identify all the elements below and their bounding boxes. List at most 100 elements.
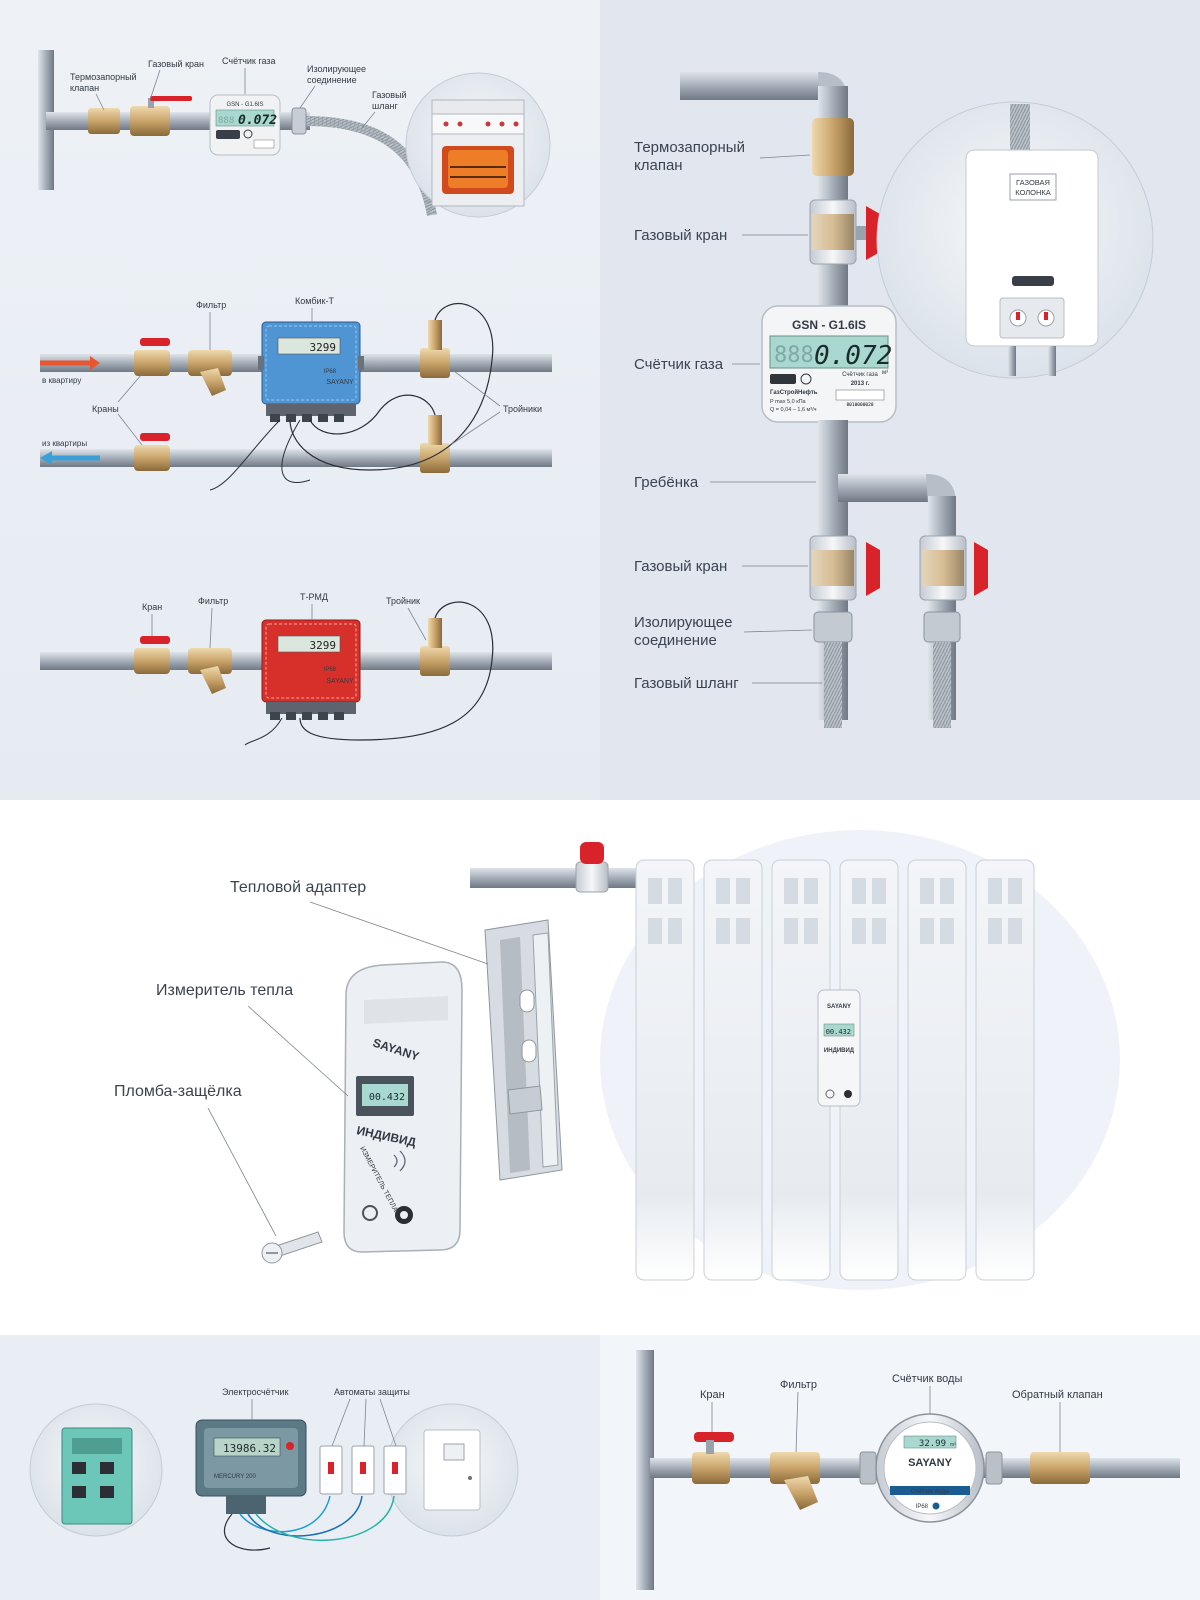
manifold-branch [838,474,928,502]
water-brand: SAYANY [908,1457,952,1469]
label-water-filter: Фильтр [780,1379,817,1391]
label-insulating-line1: Изолирующее [307,64,366,74]
insulating-joint [291,107,307,135]
tee [420,646,450,676]
supply-pipe [46,112,211,130]
meter-reading: 0.072 [814,341,892,371]
meter-spec1: P max 5,0 кПа [770,399,807,405]
heater-label-line2: КОЛОНКА [1015,188,1051,197]
meter-model: GSN - G1.6IS [792,318,866,332]
radiator-supply-pipe [470,868,640,888]
panel3-trmd-scheme: 3299 SAYANY IP68 Кран Фильтр Т-РМД Тройн… [40,592,552,746]
filter [188,350,232,376]
panel1-gas-stove-scheme: GSN - G1.6IS 888 0.072 Термозапорный кла… [38,50,551,218]
meter-maker: ГазСтройНефть [770,389,818,396]
label-kombik: Комбик-Т [295,296,334,306]
tap [134,648,170,674]
water-unit: m³ [950,1442,956,1448]
label-check-valve: Обратный клапан [1012,1389,1103,1401]
heater-window [1012,276,1054,286]
heat-meter-reading: 00.432 [369,1092,405,1103]
label-tap: Кран [142,602,162,612]
meter-spec2: Q = 0,04 – 1,6 м³/ч [770,407,817,413]
tap-top [134,350,170,376]
meter-lcd [215,109,275,127]
top-pipe [680,72,820,100]
meter-serial: 8010000028 [846,402,873,408]
meter-model: GSN - G1.6IS [226,102,263,108]
label-manifold: Гребёнка [634,474,699,491]
label-water-meter: Счётчик воды [892,1373,962,1385]
trmd-device [261,619,361,703]
heater-label-line1: ГАЗОВАЯ [1016,178,1050,187]
water-ip: IP68 [916,1504,929,1510]
heater-label-box [1009,173,1057,201]
label-insulating-line2: соединение [634,632,717,649]
panel5-radiator-scheme: SAYANY 00.432 ИНДИВИД SAYANY 00.432 ИНДИ… [114,830,1120,1290]
sensor-cable-bottom [309,394,436,435]
meter-unit: м³ [882,370,888,376]
label-tees: Тройники [503,404,542,414]
meter-year: 2013 г. [851,381,870,387]
trmd-brand: SAYANY [326,678,354,685]
label-hose-line1: Газовый [372,90,407,100]
thermo-valve [812,118,854,176]
heat-adapter [484,919,563,1181]
water-lcd [903,1435,957,1449]
meter-cabinet [423,1429,481,1511]
label-thermo-valve-line1: Термозапорный [70,72,137,82]
maker-logo [770,374,796,384]
label-electricity-meter: Электросчётчик [222,1387,289,1397]
tap-bottom [134,445,170,471]
heat-meter-lcd [362,1084,408,1106]
filter [188,648,232,674]
water-reading: 32.99 [919,1439,946,1449]
check-valve [1030,1452,1090,1484]
label-thermo-valve-line2: клапан [634,157,683,174]
tee-top [420,348,450,378]
barcode [253,139,275,149]
label-out-of-apartment: из квартиры [42,439,87,448]
panel6-electric-scheme: 13986.32 MERCURY 200 Электросчётчик Авто… [29,1387,519,1551]
label-seal-latch: Пломба-защёлка [114,1083,242,1100]
installed-heat-meter [817,989,861,1107]
label-water-tap: Кран [700,1389,725,1401]
sensor-cable-top [289,303,494,471]
electric-lcd [213,1437,281,1457]
panel7-water-scheme: 32.99 m³ SAYANY Счётчик воды IP68 Кран Ф… [636,1350,1180,1590]
meter-lcd [769,335,889,369]
water-filter [770,1452,820,1484]
wireless-icon [393,1150,406,1172]
label-heat-adapter: Тепловой адаптер [230,879,366,896]
tee-bottom [420,443,450,473]
heat-meter-device: SAYANY 00.432 ИНДИВИД ИЗМЕРИТЕЛЬ ТЕПЛА [343,961,463,1253]
meter-barcode [835,389,885,401]
label-taps: Краны [92,404,119,414]
meter-title: Счётчик газа [842,372,878,378]
insulating-joint-2 [923,611,961,643]
thermo-valve [88,108,120,134]
label-tee: Тройник [386,596,420,606]
circuit-breakers [319,1445,407,1495]
sensor-cable [299,601,494,741]
label-gas-tap-2: Газовый кран [634,558,727,575]
trmd-ip: IP68 [324,667,337,673]
water-tap-handle [694,1432,734,1442]
insulating-joint-1 [813,611,853,643]
label-gas-meter: Счётчик газа [634,356,724,373]
label-trmd: Т-РМД [300,592,328,602]
radiator [635,859,1035,1281]
gas-tap [130,106,170,136]
kombik-ip: IP68 [324,369,337,375]
electric-reading: 13986.32 [223,1442,276,1455]
label-gas-tap-1: Газовый кран [634,227,727,244]
gas-water-heater [965,149,1099,347]
installed-meter-reading: 00.432 [826,1028,851,1036]
label-gas-hose: Газовый шланг [634,675,739,692]
installed-meter-name: ИНДИВИД [824,1048,855,1054]
label-thermo-valve-line2: клапан [70,83,99,93]
label-gas-tap: Газовый кран [148,59,204,69]
label-hose-line2: шланг [372,101,398,111]
